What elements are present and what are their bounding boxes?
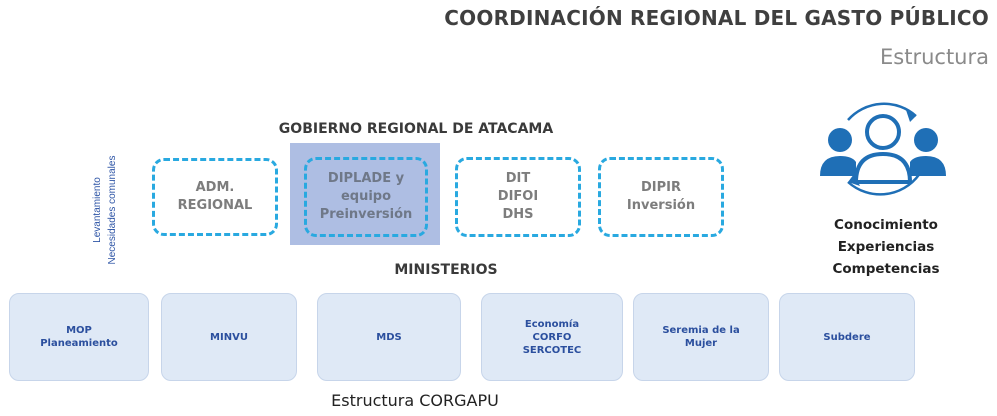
dept-dipir: DIPIR Inversión [598, 157, 724, 237]
dept-line: DHS [502, 207, 534, 222]
ministerios-heading: MINISTERIOS [394, 262, 498, 278]
ministry-mds: MDS [317, 293, 461, 381]
ministry-line: Mujer [684, 338, 718, 349]
vertical-label-necesidades: Necesidades comunales [107, 155, 118, 265]
ministry-line: MINVU [210, 331, 248, 343]
dept-line: DIPIR [640, 180, 681, 195]
ministry-line: MOP [66, 325, 92, 336]
ministry-subdere: Subdere [779, 293, 915, 381]
knowledge-line: Conocimiento [834, 217, 938, 233]
ministry-line: Seremia de la [662, 325, 740, 336]
dept-diplade: DIPLADE y equipo Preinversión [304, 157, 428, 237]
dept-adm-regional: ADM. REGIONAL [152, 158, 278, 236]
dept-line: REGIONAL [177, 198, 253, 213]
figure-caption: Estructura CORGAPU [331, 391, 499, 410]
dept-line: equipo [340, 189, 392, 204]
dept-line: DIPLADE y [327, 171, 405, 186]
ministry-line: Planeamiento [40, 338, 118, 349]
page-title: COORDINACIÓN REGIONAL DEL GASTO PÚBLICO [444, 6, 989, 30]
dept-line: ADM. [195, 180, 235, 195]
knowledge-line: Competencias [832, 261, 940, 277]
ministry-mop: MOP Planeamiento [9, 293, 149, 381]
dept-line: Inversión [626, 198, 696, 213]
dept-dit-difoi-dhs: DIT DIFOI DHS [455, 157, 581, 237]
ministry-line: Subdere [823, 331, 871, 343]
ministry-line: MDS [376, 331, 402, 343]
gobierno-regional-heading: GOBIERNO REGIONAL DE ATACAMA [278, 121, 554, 137]
side-vertical-labels: Levantamiento Necesidades comunales [60, 150, 140, 270]
people-cycle-icon [818, 90, 948, 208]
ministry-line: Economía [524, 318, 580, 330]
ministry-line: SERCOTEC [522, 344, 582, 356]
knowledge-panel: Conocimiento Experiencias Competencias [800, 214, 972, 280]
page-subtitle: Estructura [880, 45, 989, 69]
knowledge-line: Experiencias [837, 239, 935, 255]
dept-line: Preinversión [319, 207, 413, 222]
vertical-label-levantamiento: Levantamiento [92, 177, 103, 243]
dept-line: DIT [505, 171, 531, 186]
ministry-seremia-mujer: Seremia de la Mujer [633, 293, 769, 381]
dept-line: DIFOI [497, 189, 539, 204]
ministry-minvu: MINVU [161, 293, 297, 381]
ministry-economia: Economía CORFO SERCOTEC [481, 293, 623, 381]
ministry-line: CORFO [532, 331, 572, 343]
